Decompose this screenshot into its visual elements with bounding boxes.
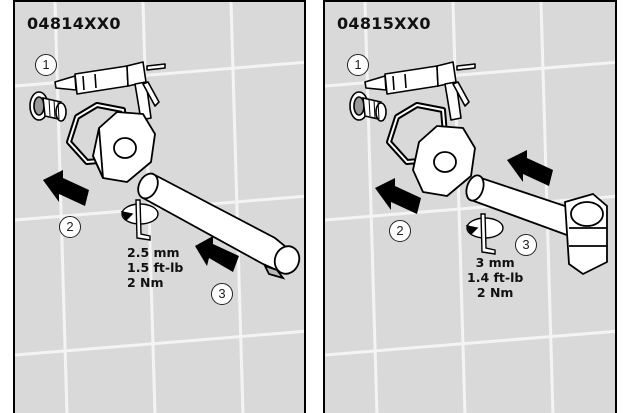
- illustration-spout-04815: [325, 2, 615, 413]
- wall-connector: [29, 91, 67, 122]
- torque-nm: 2 Nm: [127, 275, 164, 290]
- panel-04815: 04815XX0 1 2 3 3 mm 1.4 ft-lb 2 Nm: [323, 0, 617, 413]
- push-arrow-icon: [507, 150, 553, 186]
- torque-spec: 2.5 mm 1.5 ft-lb 2 Nm: [127, 245, 183, 290]
- step-3-marker: 3: [515, 234, 537, 256]
- product-code: 04815XX0: [337, 14, 431, 33]
- torque-hex-size: 2.5 mm: [127, 245, 180, 260]
- torque-nm: 2 Nm: [476, 285, 514, 300]
- hex-key-icon: [135, 199, 151, 241]
- sealant-gun-icon: [54, 61, 166, 121]
- sealant-gun-icon: [364, 61, 476, 121]
- hex-key-icon: [480, 213, 496, 255]
- step-2-marker: 2: [389, 220, 411, 242]
- step-3-marker: 3: [211, 283, 233, 305]
- step-2-marker: 2: [59, 216, 81, 238]
- wall-connector: [349, 91, 387, 122]
- hex-escutcheon: [412, 125, 476, 197]
- product-code: 04814XX0: [27, 14, 121, 33]
- step-1-marker: 1: [347, 54, 369, 76]
- spout: [465, 174, 608, 276]
- push-arrow-icon: [43, 170, 89, 206]
- panel-04814: 04814XX0 1 2 3 2.5 mm 1.5 ft-lb 2 Nm: [13, 0, 306, 413]
- torque-ft-lb: 1.5 ft-lb: [127, 260, 184, 275]
- step-1-marker: 1: [35, 54, 57, 76]
- illustration-spout-04814: [15, 2, 304, 413]
- push-arrow-icon: [375, 178, 421, 214]
- spout: [137, 172, 301, 280]
- torque-ft-lb: 1.4 ft-lb: [467, 270, 524, 285]
- torque-hex-size: 3 mm: [475, 255, 515, 270]
- push-arrow-icon: [195, 236, 239, 272]
- torque-spec: 3 mm 1.4 ft-lb 2 Nm: [467, 255, 523, 300]
- hex-escutcheon: [92, 111, 156, 183]
